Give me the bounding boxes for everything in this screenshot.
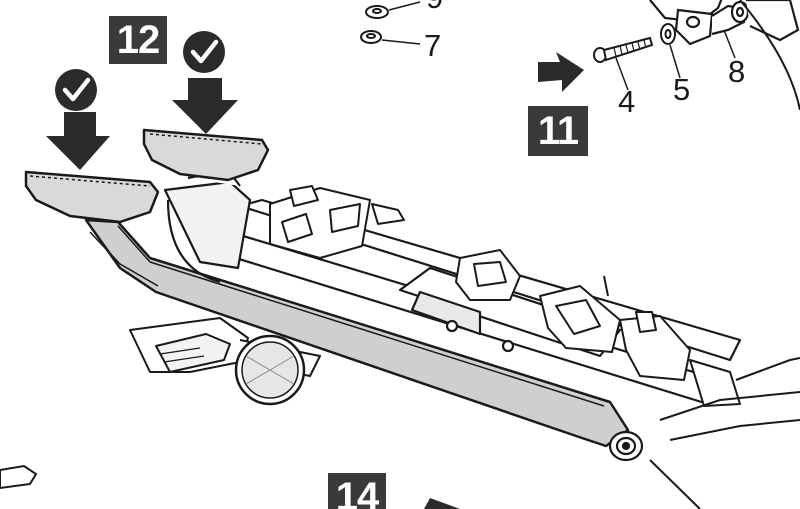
reflector bbox=[234, 334, 306, 406]
step-badge-11: 11 bbox=[528, 106, 588, 156]
bolt-part-4 bbox=[593, 36, 654, 63]
left-edge-part bbox=[0, 464, 38, 490]
check-icon bbox=[183, 31, 225, 73]
part-number-5: 5 bbox=[673, 72, 691, 107]
part-number-9: 9 bbox=[426, 0, 443, 13]
arrow-down-icon bbox=[46, 112, 110, 170]
part-number-8: 8 bbox=[728, 54, 746, 89]
part-number-4: 4 bbox=[618, 84, 636, 119]
wiring-components bbox=[269, 185, 741, 407]
check-icon bbox=[55, 69, 97, 111]
leader-line-8 bbox=[723, 29, 736, 59]
part-number-7: 7 bbox=[424, 28, 442, 63]
step-badge-12: 12 bbox=[109, 16, 167, 64]
bracket-part-8 bbox=[649, 0, 800, 46]
grab-handle-left bbox=[24, 170, 160, 224]
leader-line-5 bbox=[669, 44, 681, 79]
washer-part-5 bbox=[660, 23, 676, 45]
arrow-down-icon bbox=[172, 78, 238, 134]
tail-fairing bbox=[649, 0, 800, 509]
arrow-right-icon bbox=[424, 498, 460, 509]
leader-line-9 bbox=[388, 1, 421, 11]
grab-handle-right bbox=[142, 128, 270, 182]
leader-line-7 bbox=[381, 39, 421, 45]
arrow-right-icon bbox=[538, 52, 584, 92]
washer-part-7 bbox=[360, 30, 382, 44]
step-badge-14: 14 bbox=[328, 473, 386, 509]
rail-end-bolt bbox=[608, 430, 644, 462]
leader-line-4 bbox=[615, 57, 629, 91]
washer-part-9 bbox=[365, 5, 389, 19]
